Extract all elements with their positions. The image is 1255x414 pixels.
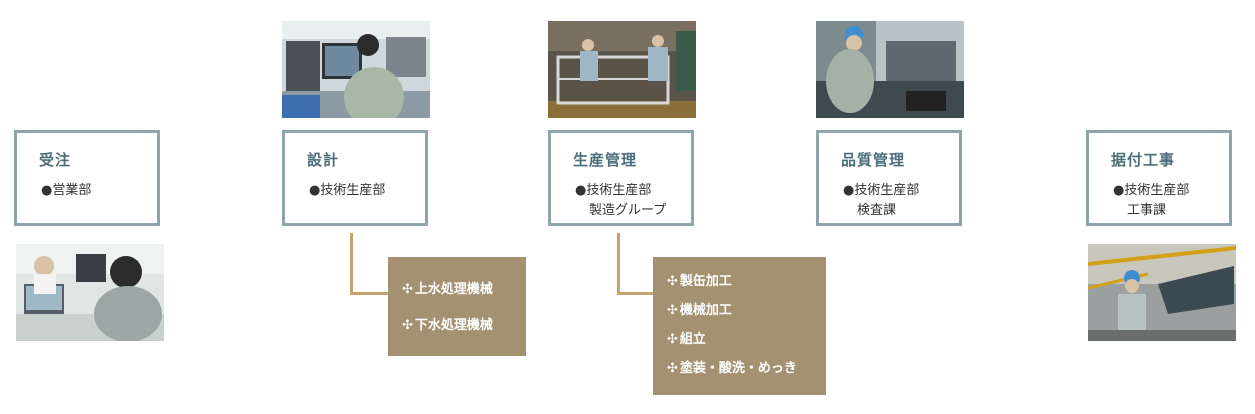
task-item: ✣組立	[667, 331, 826, 349]
stage-production-control: 生産管理 ●技術生産部 製造グループ	[548, 130, 694, 226]
stage-order: 受注 ●営業部	[14, 130, 160, 226]
design-connector-horizontal	[350, 292, 388, 295]
department-label: ●営業部	[41, 183, 92, 198]
stage-department: ●技術生産部 検査課	[843, 181, 919, 221]
task-item: ✣下水処理機械	[402, 317, 526, 335]
task-label: 上水処理機械	[414, 282, 493, 297]
photo-order-office	[16, 244, 164, 341]
department-label: ●技術生産部	[843, 183, 920, 198]
photo-production-floor	[548, 21, 696, 118]
department-sublabel: 製造グループ	[589, 203, 667, 218]
stage-department: ●営業部	[41, 181, 91, 201]
stage-quality-control: 品質管理 ●技術生産部 検査課	[816, 130, 962, 226]
task-bullet-icon: ✣	[402, 318, 413, 333]
stage-installation: 据付工事 ●技術生産部 工事課	[1086, 130, 1232, 226]
task-item: ✣製缶加工	[667, 273, 826, 291]
task-bullet-icon: ✣	[667, 274, 678, 289]
stage-department: ●技術生産部 製造グループ	[575, 181, 666, 221]
stage-title: 生産管理	[573, 151, 638, 169]
stage-title: 設計	[307, 151, 340, 169]
task-bullet-icon: ✣	[402, 282, 413, 297]
stage-title: 据付工事	[1111, 151, 1176, 169]
task-item: ✣塗装・酸洗・めっき	[667, 360, 826, 378]
task-bullet-icon: ✣	[667, 332, 678, 347]
stage-department: ●技術生産部	[309, 181, 385, 201]
task-bullet-icon: ✣	[667, 361, 678, 376]
task-label: 機械加工	[679, 303, 732, 318]
task-label: 塗装・酸洗・めっき	[679, 361, 797, 376]
task-item: ✣上水処理機械	[402, 281, 526, 299]
task-label: 下水処理機械	[414, 318, 493, 333]
task-label: 製缶加工	[679, 274, 732, 289]
stage-title: 受注	[39, 151, 72, 169]
department-label: ●技術生産部	[309, 183, 386, 198]
photo-quality-inspection	[816, 21, 964, 118]
department-sublabel: 工事課	[1127, 203, 1167, 218]
photo-design-office	[282, 21, 430, 118]
stage-design: 設計 ●技術生産部	[282, 130, 428, 226]
production-connector-vertical	[617, 233, 620, 295]
task-label: 組立	[679, 332, 706, 347]
design-connector-vertical	[350, 233, 353, 295]
task-item: ✣機械加工	[667, 302, 826, 320]
design-task-box: ✣上水処理機械 ✣下水処理機械	[388, 257, 526, 356]
task-bullet-icon: ✣	[667, 303, 678, 318]
stage-title: 品質管理	[841, 151, 906, 169]
department-label: ●技術生産部	[575, 183, 652, 198]
department-sublabel: 検査課	[857, 203, 897, 218]
photo-installation-site	[1088, 244, 1236, 341]
production-task-box: ✣製缶加工 ✣機械加工 ✣組立 ✣塗装・酸洗・めっき	[653, 257, 826, 395]
department-label: ●技術生産部	[1113, 183, 1190, 198]
stage-department: ●技術生産部 工事課	[1113, 181, 1189, 221]
production-connector-horizontal	[617, 292, 653, 295]
